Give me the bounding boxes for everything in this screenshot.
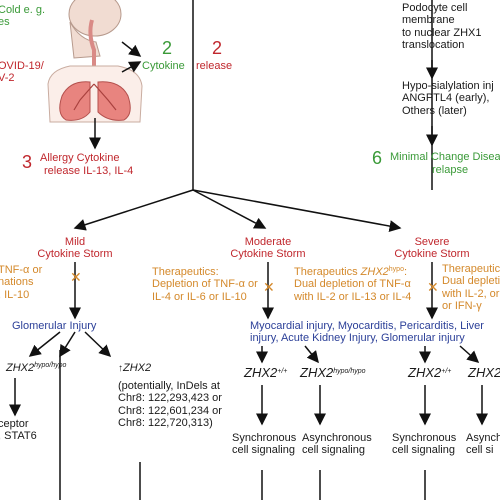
block-mark-moderate: ✕ bbox=[263, 279, 275, 295]
covid-label: OVID-19/V-2 bbox=[0, 60, 44, 85]
genotype-zhx2-severe-cut: ZHX2 bbox=[468, 365, 500, 380]
genotype-zhx2-wt-moderate: ZHX2+/+ bbox=[244, 365, 288, 380]
therapeutics-zhx2-hypo: Therapeutics ZHX2hypo: Dual depletion of… bbox=[294, 266, 412, 303]
receptor-stat6: ceptor, STAT6 bbox=[0, 418, 37, 443]
cold-label: Cold e. g.es bbox=[0, 4, 46, 29]
genotype-zhx2-wt-severe: ZHX2+/+ bbox=[408, 365, 452, 380]
genotype-zhx2-left: ↑ZHX2 bbox=[118, 362, 152, 374]
block-mark-severe: ✕ bbox=[427, 279, 439, 295]
glomerular-injury: Glomerular Injury bbox=[12, 320, 97, 332]
genotype-zhx2-hypo-moderate: ZHX2hypo/hypo bbox=[300, 365, 366, 380]
multi-organ-injury: Myocardial injury, Myocarditis, Pericard… bbox=[250, 320, 484, 345]
block-mark-mild: ✕ bbox=[70, 269, 82, 285]
genotype-zhx2-hypo-left: ZHX2hypo/hypo bbox=[6, 362, 67, 374]
